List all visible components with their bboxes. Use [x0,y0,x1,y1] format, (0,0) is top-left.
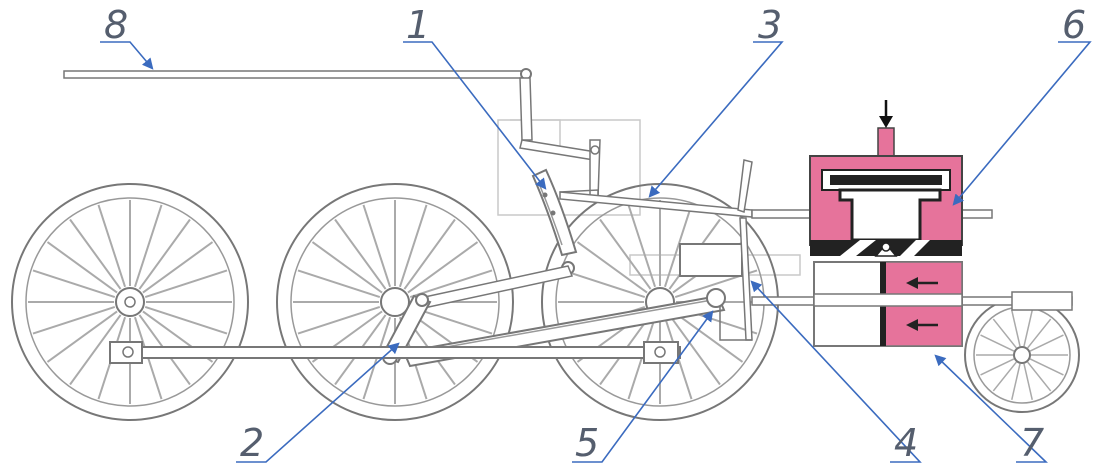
wheel-spoke [142,241,214,294]
label-4: 4 [894,421,918,465]
wheel-spoke [1023,363,1033,401]
piston-push-arrow-icon-upper [906,277,938,289]
piston-push-arrow-icon-lower [906,319,938,331]
leader-6 [952,41,1092,206]
wheel-spoke [311,241,383,294]
labels: 8 1 3 6 2 5 4 7 [104,3,1086,465]
wheel-spoke [992,361,1017,392]
wheel-spoke [144,269,228,299]
wheel-spoke [69,314,122,386]
wheel-spoke [46,310,118,363]
label-2: 2 [240,421,264,465]
leader-4 [750,280,922,463]
label-7: 7 [1020,421,1044,465]
wheel-spoke [138,218,191,290]
cylinder [813,261,963,347]
wheel-spoke [1029,334,1064,352]
leader-lines [100,41,1092,463]
label-1: 1 [406,3,430,47]
wheel-spoke [1011,309,1021,347]
driving-wheel-2 [276,183,514,421]
wheel-spoke [69,218,122,290]
leader-1 [403,41,547,190]
label-5: 5 [575,421,599,465]
wheel-spoke [672,310,744,363]
wheel-spoke [403,218,456,290]
wheel-spoke [32,305,116,335]
label-8: 8 [104,3,128,47]
wheel-spoke [980,334,1015,352]
wheel-spoke [627,204,657,288]
driving-wheel-1 [11,183,249,421]
wheel-spoke [144,305,228,335]
steam-chest [809,127,963,257]
label-6: 6 [1062,3,1086,47]
combination-lever [679,159,753,341]
wheel-spoke [992,318,1017,349]
pony-wheel [964,297,1080,413]
wheel-spoke [362,204,392,288]
label-3: 3 [758,3,782,47]
wheel-spoke [562,269,646,299]
wheel-spoke [1011,363,1021,401]
wheel-spoke [97,204,127,288]
wheel-spoke [576,241,648,294]
wheel-spoke [407,241,479,294]
wheel-spoke [297,305,381,335]
leader-8 [100,41,154,70]
wheel-spoke [398,204,428,288]
wheel-spoke [663,204,693,288]
wheel-spoke [133,204,163,288]
wheel-spoke [980,358,1015,376]
wheel-spoke [297,269,381,299]
wheel-spoke [409,269,493,299]
leader-7 [934,354,1048,463]
wheel-spoke [1027,361,1052,392]
wheel-spoke [1027,318,1052,349]
wheel-spoke [1023,309,1033,347]
wheel-spoke [599,218,652,290]
expansion-link [531,168,578,275]
leader-3 [648,41,784,198]
wheel-spoke [32,269,116,299]
wheel-spoke [46,241,118,294]
leader-5 [572,310,714,463]
leader-2 [236,342,400,463]
wheel-spoke [668,314,721,386]
reach-rod [63,68,601,199]
wheel-spoke [1029,358,1064,376]
wheel-spoke [334,218,387,290]
steam-inlet-arrow-icon [879,100,893,128]
